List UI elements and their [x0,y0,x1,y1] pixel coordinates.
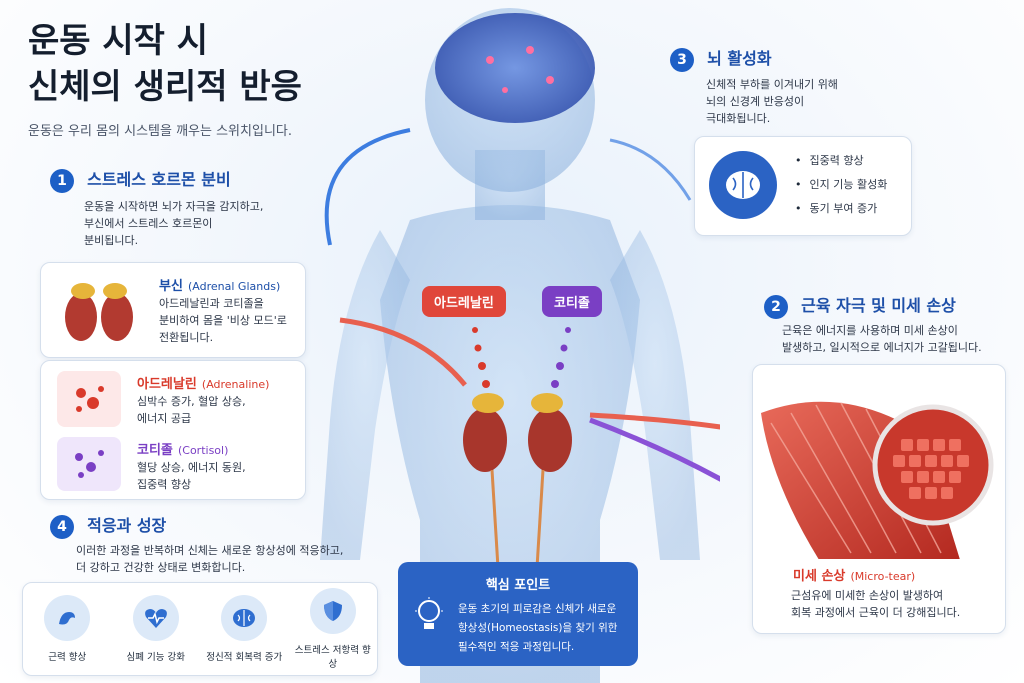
microtear-en: (Micro-tear) [850,570,916,583]
step3-number: 3 [670,48,694,72]
adrenal-kidney-icon [65,283,133,341]
microtear-name: 미세 손상 [793,569,846,584]
heart-pulse-icon [144,609,167,628]
cortisol-text: 혈당 상승, 에너지 동원,집중력 향상 [137,461,246,491]
adrenaline-name: 아드레날린 [137,377,197,392]
benefits-card: 근력 향상 심폐 기능 강화 정신적 회복력 증가 스트레스 저항력 향상 [22,582,378,676]
adrenaline-text: 심박수 증가, 혈압 상승,에너지 공급 [137,395,246,425]
body-label-cortisol: 코티졸 [542,286,602,317]
page-title: 운동 시작 시 신체의 생리적 반응 [28,21,302,107]
muscle-fiber-illustration [761,401,994,559]
page-subtitle: 운동은 우리 몸의 시스템을 깨우는 스위치입니다. [28,124,292,139]
step4-title: 적응과 성장 [87,516,167,535]
brain-icon [233,609,256,627]
key-point-title: 핵심 포인트 [485,578,551,593]
adrenaline-en: (Adrenaline) [201,378,270,391]
step1-number: 1 [50,169,74,193]
step3-title: 뇌 활성화 [707,49,772,68]
step1-header: 1 스트레스 호르몬 분비 [50,166,231,193]
step4-number: 4 [50,515,74,539]
cortisol-en: (Cortisol) [177,444,229,457]
step2-header: 2 근육 자극 및 미세 손상 [764,292,956,319]
benefit-resilience: 정신적 회복력 증가 [204,595,284,663]
step1-title: 스트레스 호르몬 분비 [87,170,231,189]
muscle-icon [59,612,76,625]
brain-bullet: 집중력 향상 [795,149,887,173]
brain-activation-icon [709,151,777,219]
body-label-adrenaline: 아드레날린 [422,286,506,317]
step2-number: 2 [764,295,788,319]
brain-bullet: 인지 기능 활성화 [795,173,888,197]
brain-benefits-list: 집중력 향상 인지 기능 활성화 동기 부여 증가 [795,149,888,221]
step2-title: 근육 자극 및 미세 손상 [801,296,956,315]
shield-icon [323,601,342,621]
cortisol-name: 코티졸 [137,443,173,458]
brain-card: 집중력 향상 인지 기능 활성화 동기 부여 증가 [694,136,912,236]
cortisol-icon [57,437,121,491]
adrenal-name: 부신 [159,279,183,294]
lightbulb-icon [415,597,443,629]
benefit-strength: 근력 향상 [27,595,107,663]
step4-header: 4 적응과 성장 [50,512,166,539]
hormone-card: 아드레날린 (Adrenaline) 심박수 증가, 혈압 상승,에너지 공급 … [40,360,306,500]
adrenal-en: (Adrenal Glands) [188,280,281,293]
step4-description: 이러한 과정을 반복하며 신체는 새로운 항상성에 적응하고,더 강하고 건강한… [76,544,344,574]
brain-bullet: 동기 부여 증가 [795,197,887,221]
step3-header: 3 뇌 활성화 [670,45,772,72]
adrenaline-icon [57,371,121,427]
benefit-stress: 스트레스 저항력 향상 [293,588,373,670]
benefit-cardio: 심폐 기능 강화 [116,595,196,663]
brain-graphic [435,13,595,123]
